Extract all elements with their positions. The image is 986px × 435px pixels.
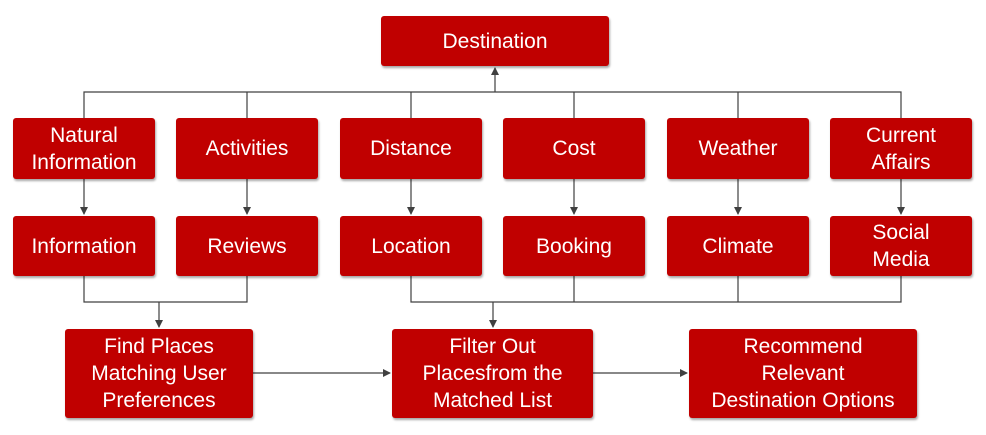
- destination-label: Destination: [442, 29, 548, 53]
- find-places-box: Find Places Matching User Preferences: [65, 329, 253, 418]
- social-media-label: Social Media: [872, 221, 930, 271]
- activities-box: Activities: [176, 118, 318, 179]
- booking-label: Booking: [536, 234, 612, 258]
- location-label: Location: [371, 234, 451, 258]
- top-bus-line: [83, 91, 902, 118]
- recommend-box: Recommend Relevant Destination Options: [689, 329, 917, 418]
- weather-label: Weather: [698, 137, 778, 160]
- current-affairs-box: Current Affairs: [830, 118, 972, 179]
- cost-box: Cost: [503, 118, 645, 179]
- climate-label: Climate: [702, 234, 774, 258]
- weather-box: Weather: [667, 118, 809, 179]
- current-affairs-label: Current Affairs: [865, 123, 937, 174]
- distance-label: Distance: [370, 137, 452, 160]
- find-places-label: Find Places Matching User Preferences: [91, 335, 227, 412]
- information-box: Information: [13, 216, 155, 276]
- social-media-box: Social Media: [830, 216, 972, 276]
- reviews-box: Reviews: [176, 216, 318, 276]
- natural-information-label: Natural Information: [31, 123, 137, 174]
- natural-information-box: Natural Information: [13, 118, 155, 179]
- reviews-label: Reviews: [207, 234, 287, 258]
- filter-out-label: Filter Out Placesfrom the Matched List: [422, 335, 563, 412]
- location-box: Location: [340, 216, 482, 276]
- cost-label: Cost: [552, 137, 596, 160]
- activities-label: Activities: [205, 137, 289, 160]
- right-bracket-line: [410, 276, 902, 303]
- climate-box: Climate: [667, 216, 809, 276]
- destination-box: Destination: [381, 16, 609, 66]
- filter-out-box: Filter Out Placesfrom the Matched List: [392, 329, 593, 418]
- left-bracket-line: [83, 276, 248, 303]
- distance-box: Distance: [340, 118, 482, 179]
- recommend-label: Recommend Relevant Destination Options: [711, 335, 895, 412]
- information-label: Information: [31, 234, 137, 258]
- booking-box: Booking: [503, 216, 645, 276]
